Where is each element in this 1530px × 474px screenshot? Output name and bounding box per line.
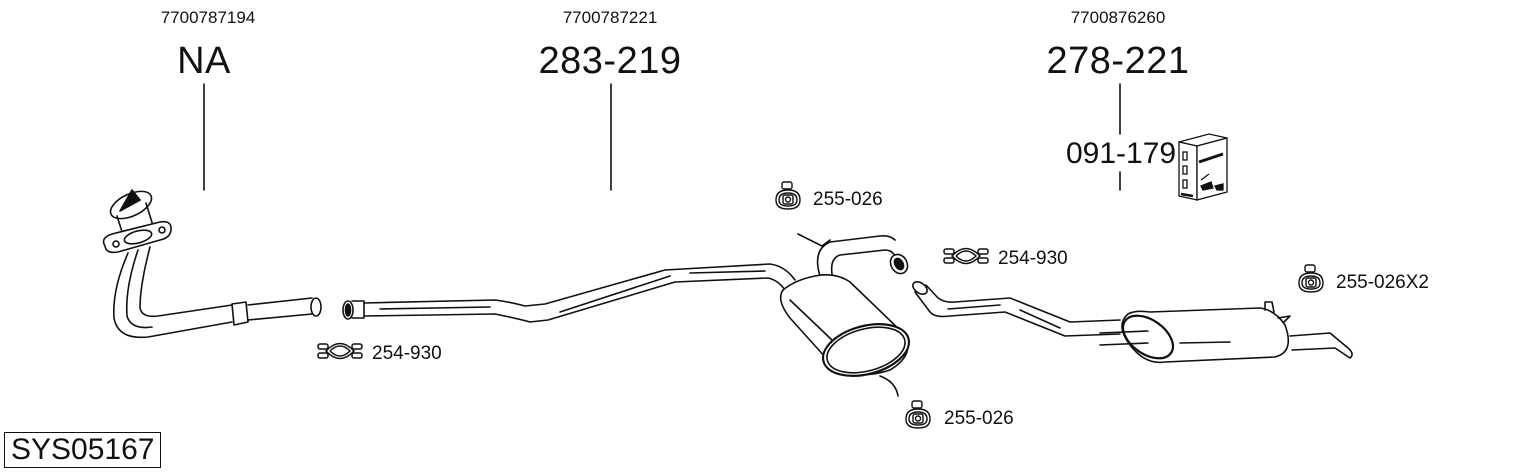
intermediate-pipe[interactable] [342,263,796,323]
fitting-kit-number[interactable]: 091-179 [1066,137,1177,170]
center-silencer[interactable] [779,233,915,397]
clamp-label-rear[interactable]: 254-930 [998,248,1068,269]
hanger-label-center-top[interactable]: 255-026 [813,189,883,210]
part-number-1[interactable]: NA [177,40,231,82]
system-code-box: SYS05167 [4,432,162,468]
rubber-hanger-icon[interactable] [772,180,804,212]
hanger-label-rear[interactable]: 255-026X2 [1336,272,1429,293]
rear-connecting-pipe[interactable] [911,279,1121,337]
exhaust-clamp-icon[interactable] [942,243,990,269]
part-number-2[interactable]: 283-219 [538,40,682,82]
front-downpipe[interactable] [102,186,322,339]
exhaust-clamp-icon[interactable] [316,338,364,364]
rear-silencer[interactable] [1099,301,1353,367]
rubber-hanger-icon[interactable] [902,399,934,431]
clamp-label-front[interactable]: 254-930 [372,343,442,364]
oem-number-3: 7700876260 [1070,8,1166,27]
part-number-3[interactable]: 278-221 [1046,40,1190,82]
oem-number-1: 7700787194 [160,8,256,27]
oem-number-2: 7700787221 [562,8,658,27]
fitting-kit-box-icon[interactable] [1175,130,1231,202]
rubber-hanger-icon[interactable] [1295,263,1327,295]
hanger-label-center-bottom[interactable]: 255-026 [944,408,1014,429]
